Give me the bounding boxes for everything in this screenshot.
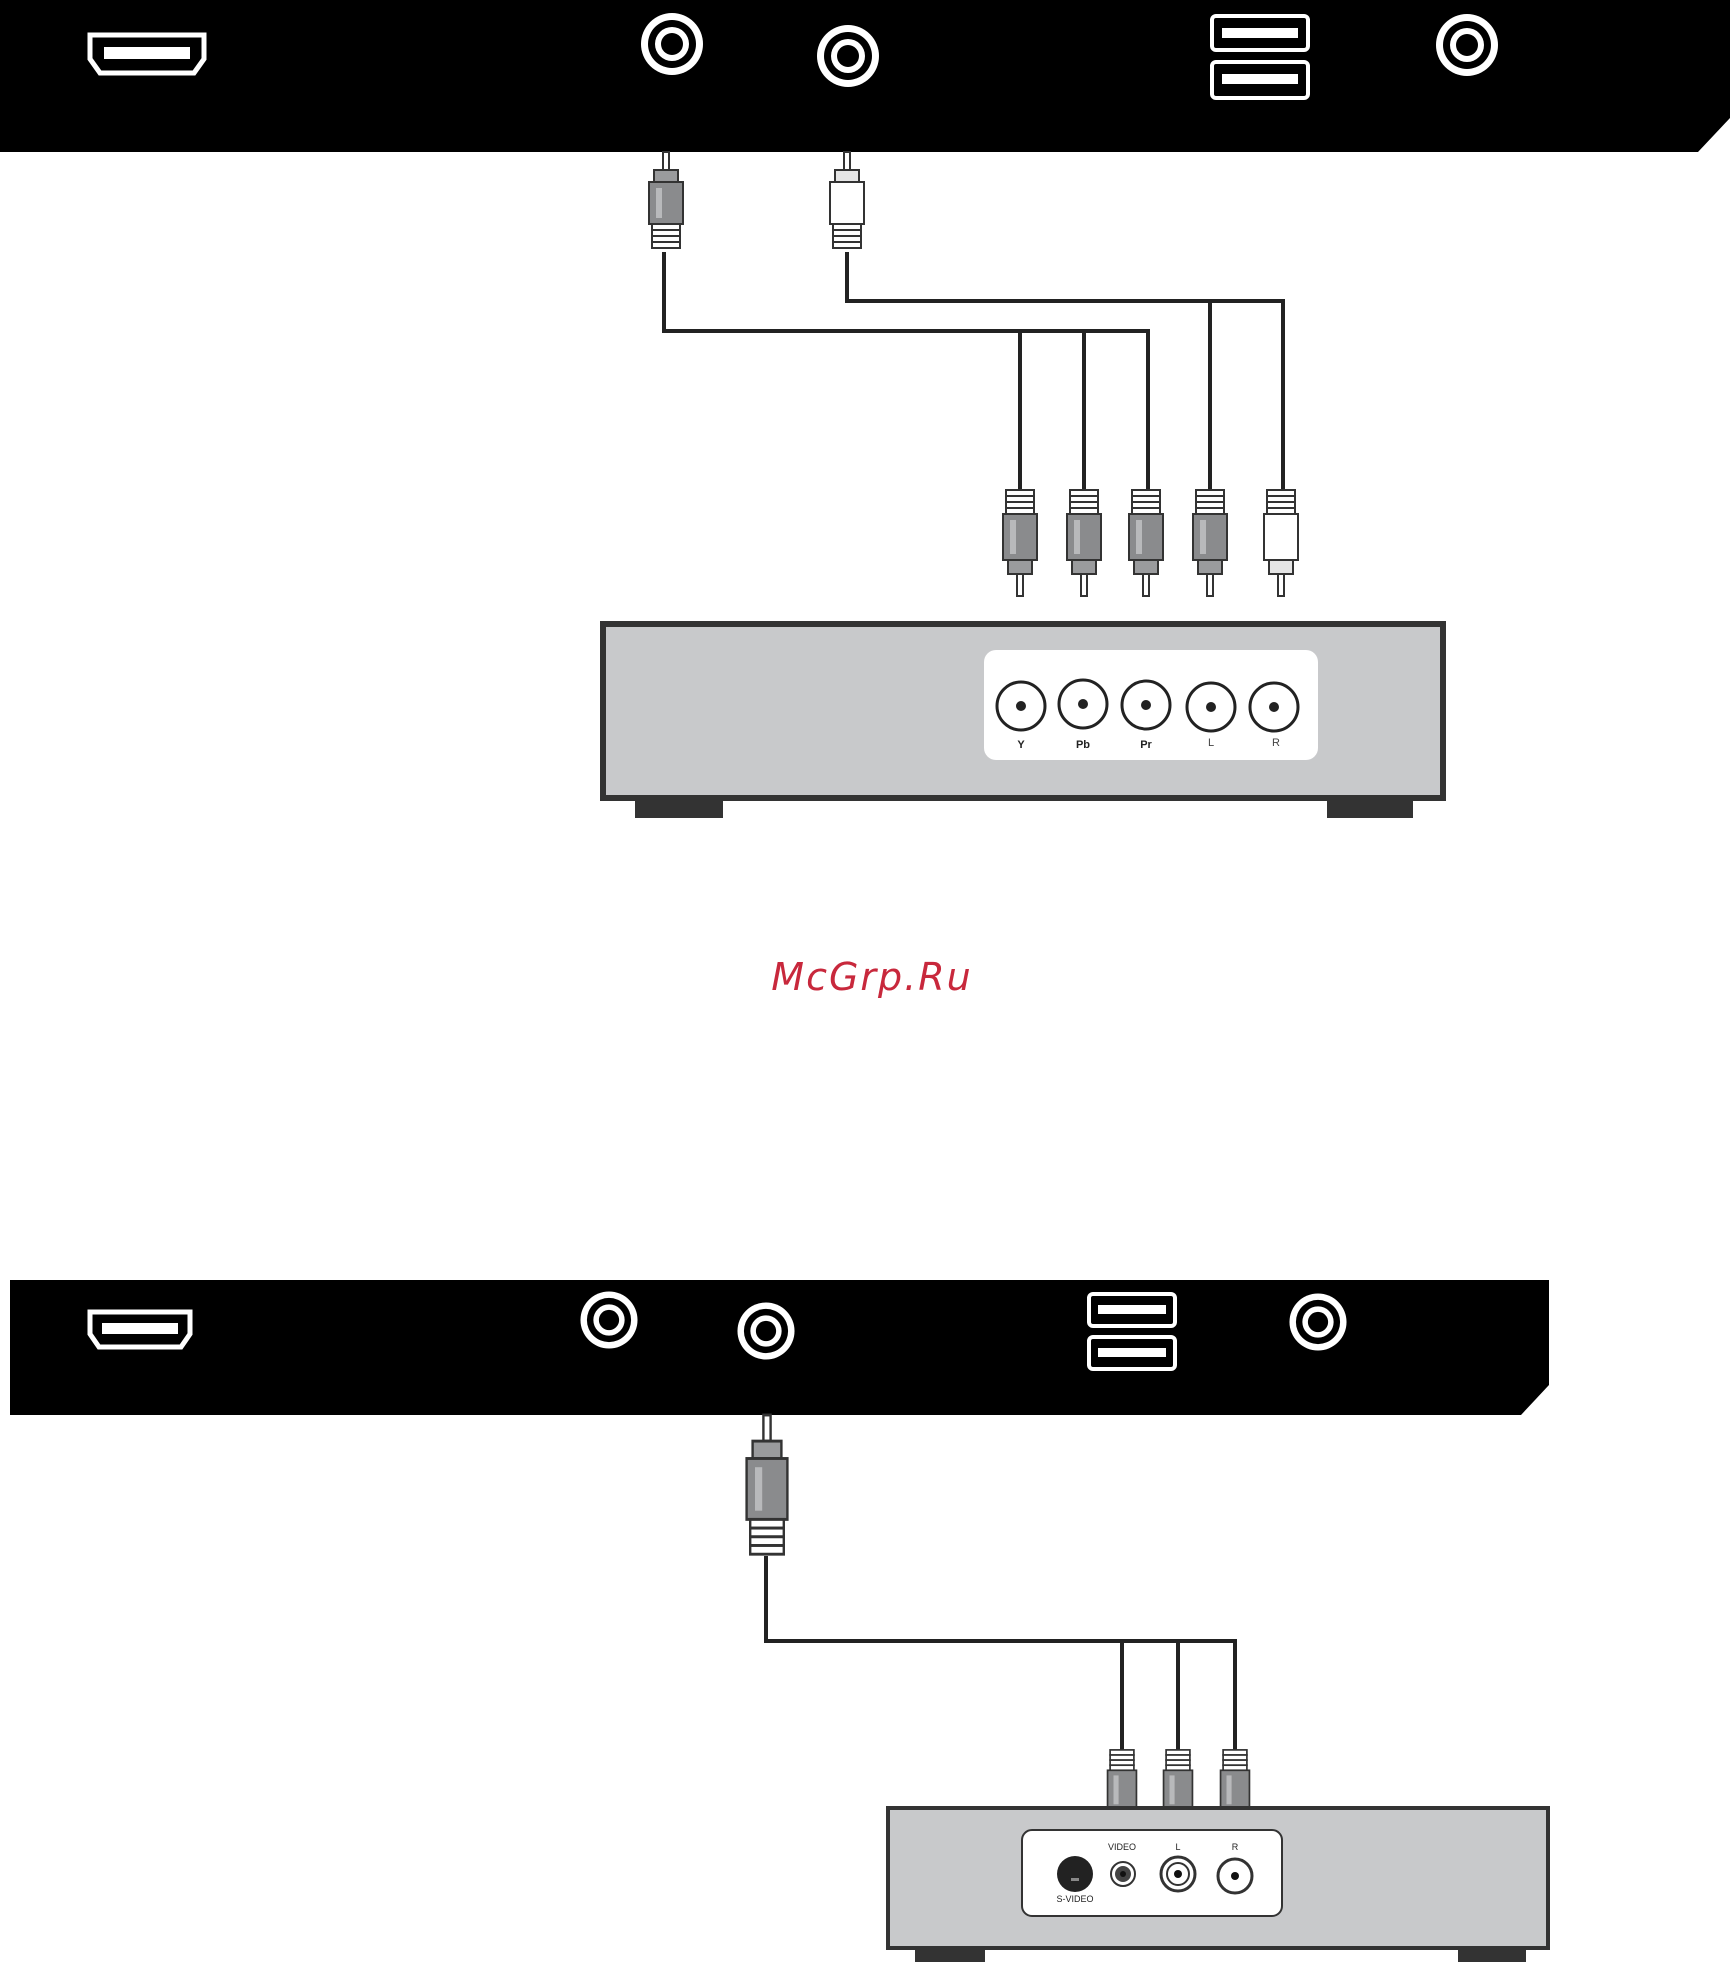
- mini-jack-icon: [1111, 1862, 1135, 1886]
- jack-label-l: L: [1175, 1842, 1180, 1852]
- jack-label-pr: Pr: [1140, 739, 1152, 751]
- jack-label-s-video: S-VIDEO: [1056, 1894, 1093, 1904]
- rca-jack-icon: [1289, 1293, 1346, 1350]
- rca-jack-icon: [817, 25, 879, 87]
- rca-jack-icon: [1122, 681, 1170, 729]
- rca-plug-gray-icon: [1129, 490, 1163, 596]
- rca-plug-white-icon: [830, 152, 864, 248]
- rca-jack-icon: [1436, 14, 1498, 76]
- jack-label-video: VIDEO: [1108, 1842, 1136, 1852]
- bottom-diagram: S-VIDEO VIDEO L R: [10, 1280, 1549, 1962]
- rca-plug-white-icon: [1264, 490, 1298, 596]
- rca-plug-gray-icon: [1067, 490, 1101, 596]
- rca-jack-icon: [1218, 1859, 1252, 1893]
- rca-plug-gray-icon: [747, 1415, 788, 1554]
- jack-label-pb: Pb: [1076, 739, 1090, 751]
- rca-jack-icon: [1250, 683, 1298, 731]
- rca-plug-gray-icon: [1193, 490, 1227, 596]
- rca-jack-icon: [1059, 680, 1107, 728]
- cable-set: [766, 1556, 1235, 1756]
- s-video-jack-icon: [1057, 1856, 1093, 1892]
- jack-label-r: R: [1232, 1842, 1239, 1852]
- cable-set: [664, 252, 1283, 492]
- av-source-device: S-VIDEO VIDEO L R: [888, 1808, 1548, 1962]
- jack-label-l: L: [1208, 737, 1214, 749]
- watermark: McGrp.Ru: [0, 955, 1730, 999]
- rca-jack-icon: [1187, 683, 1235, 731]
- rca-jack-icon: [997, 682, 1045, 730]
- rca-plug-gray-icon: [1003, 490, 1037, 596]
- rca-jack-icon: [580, 1291, 637, 1348]
- jack-label-y: Y: [1017, 739, 1025, 751]
- rca-jack-icon: [1161, 1857, 1195, 1891]
- jack-label-r: R: [1272, 737, 1280, 749]
- component-source-device: Y Pb Pr L R: [603, 624, 1443, 818]
- rca-plug-gray-icon: [649, 152, 683, 248]
- top-diagram: Y Pb Pr L R: [0, 0, 1730, 818]
- rca-jack-icon: [641, 13, 703, 75]
- rca-jack-icon: [737, 1302, 794, 1359]
